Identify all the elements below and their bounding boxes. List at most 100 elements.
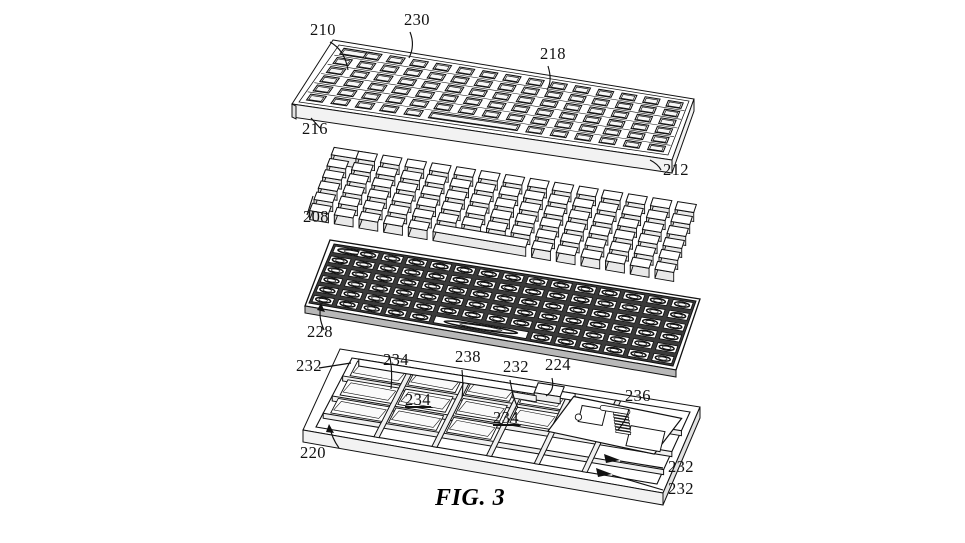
keycap — [641, 220, 665, 234]
keycap — [420, 185, 444, 197]
dome-center — [516, 321, 526, 325]
key-aperture-inner — [480, 71, 497, 79]
key-aperture-inner — [663, 110, 679, 117]
dome-center — [496, 306, 506, 311]
key-aperture-inner — [575, 134, 592, 141]
keycap — [317, 180, 341, 192]
layer-keycaps — [309, 146, 698, 283]
dome-center — [371, 296, 381, 301]
layer-dome-sheet — [304, 239, 701, 378]
keycap — [449, 177, 473, 190]
dome-center — [318, 298, 328, 303]
keycap — [485, 220, 509, 233]
dome-center — [492, 317, 502, 321]
key-aperture-inner — [574, 86, 589, 94]
keycap — [313, 191, 337, 204]
key-aperture-inner — [429, 112, 519, 131]
keycap — [625, 193, 648, 206]
leader-212 — [649, 159, 662, 171]
keycap — [654, 260, 678, 274]
dome-center — [423, 294, 433, 299]
keycap — [342, 184, 366, 197]
dome-center — [552, 293, 562, 298]
dome-center — [346, 292, 357, 297]
top-plate-left-corner — [291, 103, 297, 120]
key-aperture-inner — [332, 98, 349, 106]
key-aperture-inner — [457, 68, 473, 75]
keycap — [355, 150, 379, 163]
reference-numeral-216: 216 — [302, 119, 328, 138]
keycap — [539, 216, 563, 229]
dome-center — [476, 292, 486, 297]
dome-sheet-front-edge — [304, 305, 677, 378]
arrowhead-232d — [596, 468, 612, 477]
dome-center — [544, 314, 555, 319]
plate-rib — [320, 73, 678, 129]
leader-218 — [546, 65, 551, 91]
key-aperture-inner — [588, 107, 604, 115]
dome-center — [585, 344, 595, 348]
keycap — [662, 236, 686, 250]
dome-center — [403, 280, 413, 285]
dome-center — [532, 279, 542, 284]
leader-232b — [509, 379, 519, 409]
key-aperture-inner — [616, 102, 632, 110]
key-aperture-inner — [358, 62, 374, 69]
keycap — [432, 223, 530, 248]
keycap — [551, 181, 575, 194]
key-aperture-inner — [405, 109, 422, 116]
leader-230 — [408, 31, 414, 59]
keycap — [333, 206, 357, 219]
keycap — [563, 220, 587, 233]
key-aperture-inner — [597, 90, 613, 97]
key-aperture-inner — [369, 84, 386, 91]
key-aperture-inner — [393, 87, 409, 95]
keycap — [477, 170, 501, 182]
keycap — [382, 215, 406, 227]
keycap — [469, 193, 493, 205]
dome-center — [548, 304, 559, 309]
keycap — [596, 201, 620, 214]
key-aperture-inner — [580, 125, 596, 132]
key-aperture-inner — [656, 127, 672, 134]
key-aperture-inner — [522, 88, 538, 95]
leader-210 — [329, 41, 349, 71]
key-aperture-inner — [551, 130, 567, 138]
keycap — [637, 232, 661, 245]
top-plate-right-edge — [671, 98, 695, 174]
keycap — [580, 248, 604, 261]
reference-numeral-228: 228 — [307, 322, 333, 341]
dome-center — [629, 294, 639, 299]
dome-center — [379, 276, 389, 281]
reference-numeral-234: 234 — [405, 390, 431, 409]
keycap — [604, 252, 628, 265]
key-aperture-inner — [411, 60, 427, 68]
leader-234a — [389, 357, 393, 390]
key-aperture-inner — [584, 116, 600, 124]
leader-216 — [310, 117, 321, 129]
reference-numeral-232: 232 — [668, 457, 694, 476]
keycap — [321, 169, 345, 181]
key-aperture-inner — [381, 105, 398, 113]
leader-232d — [611, 474, 664, 491]
keycap — [576, 185, 599, 198]
keycap — [400, 169, 423, 182]
dome-center — [677, 302, 687, 307]
keycap — [350, 161, 374, 174]
keycap — [502, 173, 526, 186]
key-aperture-inner — [517, 96, 533, 104]
keycap — [522, 189, 546, 202]
dome-center — [383, 266, 393, 271]
keycap — [428, 162, 452, 174]
key-aperture-inner — [338, 89, 355, 97]
key-aperture-inner — [314, 86, 331, 93]
key-aperture-inner — [593, 99, 608, 106]
key-aperture-inner — [649, 144, 664, 152]
dome-center — [363, 252, 373, 257]
dome-center — [633, 352, 644, 357]
keycap — [527, 177, 550, 190]
keycap — [461, 216, 485, 228]
key-aperture-inner — [604, 129, 620, 136]
dome-center — [351, 282, 361, 287]
dome-center — [504, 286, 514, 290]
